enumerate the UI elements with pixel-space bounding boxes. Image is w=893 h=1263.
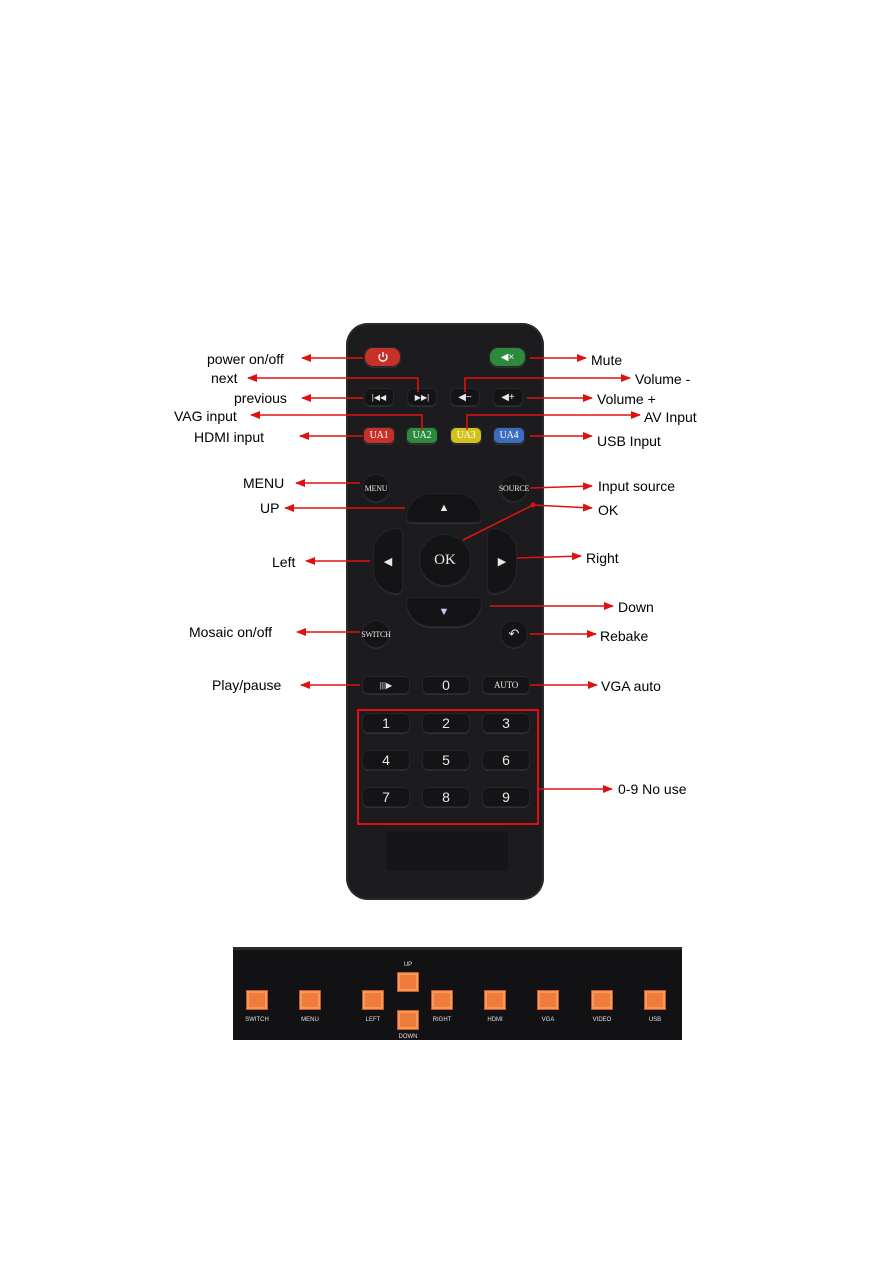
- next-button[interactable]: ▶▶|: [407, 388, 437, 406]
- panel-hdmi-button[interactable]: [484, 990, 506, 1010]
- panel-switch-label: SWITCH: [245, 1017, 269, 1023]
- panel-vga-button[interactable]: [537, 990, 559, 1010]
- label-usb: USB Input: [597, 433, 661, 449]
- panel-left-label: LEFT: [365, 1017, 381, 1023]
- dpad-down-button[interactable]: ▼: [406, 597, 482, 627]
- label-no-use: 0-9 No use: [618, 781, 687, 797]
- panel-up-label: UP: [403, 962, 413, 968]
- switch-button[interactable]: SWITCH: [361, 620, 391, 648]
- dpad-right-button[interactable]: ▶: [487, 528, 517, 594]
- play-pause-button[interactable]: |||▶: [362, 676, 410, 694]
- up-arrow-icon: ▲: [438, 502, 450, 514]
- panel-menu-label: MENU: [301, 1017, 319, 1023]
- label-input-source: Input source: [598, 478, 676, 494]
- label-power: power on/off: [207, 351, 284, 367]
- label-right: Right: [586, 550, 619, 566]
- panel-video-label: VIDEO: [592, 1017, 612, 1023]
- label-vga-auto: VGA auto: [601, 678, 661, 694]
- digit-6-button[interactable]: 6: [482, 750, 530, 770]
- mute-icon: ◀×: [500, 351, 515, 363]
- digit-1-button[interactable]: 1: [362, 713, 410, 733]
- back-button[interactable]: ↶: [500, 620, 528, 648]
- ua2-button[interactable]: UA2: [406, 427, 438, 444]
- digit-2-button[interactable]: 2: [422, 713, 470, 733]
- panel-video-button[interactable]: [591, 990, 613, 1010]
- label-next: next: [211, 370, 238, 386]
- label-mute: Mute: [591, 352, 623, 368]
- digit-8-button[interactable]: 8: [422, 787, 470, 807]
- label-mosaic: Mosaic on/off: [189, 624, 273, 640]
- down-arrow-icon: ▼: [438, 606, 450, 618]
- panel-left-button[interactable]: [362, 990, 384, 1010]
- label-up: UP: [260, 500, 280, 516]
- panel-usb-button[interactable]: [644, 990, 666, 1010]
- ua3-button[interactable]: UA3: [450, 427, 482, 444]
- front-panel: SWITCH MENU LEFT UP DOWN RIGHT HDMI VGA …: [233, 947, 682, 1040]
- mute-button[interactable]: ◀×: [489, 347, 526, 367]
- label-hdmi: HDMI input: [194, 429, 265, 445]
- label-volume-plus: Volume +: [597, 391, 656, 407]
- digit-0-button[interactable]: 0: [422, 676, 470, 694]
- panel-vga-label: VGA: [541, 1017, 555, 1023]
- power-button[interactable]: [364, 347, 401, 367]
- volume-down-icon: ◀−: [458, 391, 472, 403]
- label-rebake: Rebake: [600, 628, 649, 644]
- left-arrow-icon: ◀: [383, 555, 393, 568]
- panel-down-label: DOWN: [398, 1034, 418, 1040]
- label-volume-minus: Volume -: [635, 371, 691, 387]
- back-icon: ↶: [508, 626, 520, 641]
- power-icon: [377, 352, 388, 362]
- menu-button[interactable]: MENU: [362, 474, 390, 502]
- next-icon: ▶▶|: [414, 392, 430, 402]
- ir-window: [386, 831, 508, 871]
- panel-hdmi-label: HDMI: [487, 1017, 503, 1023]
- panel-up-button[interactable]: [397, 972, 419, 992]
- digit-5-button[interactable]: 5: [422, 750, 470, 770]
- label-menu: MENU: [243, 475, 285, 491]
- dpad-left-button[interactable]: ◀: [373, 528, 403, 594]
- panel-right-button[interactable]: [431, 990, 453, 1010]
- label-play: Play/pause: [212, 677, 282, 693]
- label-left: Left: [272, 554, 296, 570]
- remote-control: ◀× |◀◀ ▶▶| ◀− ◀+ UA1 UA2 UA3 UA4 MENU SO…: [346, 323, 544, 900]
- digit-7-button[interactable]: 7: [362, 787, 410, 807]
- ua1-button[interactable]: UA1: [363, 427, 395, 444]
- ok-button[interactable]: OK: [419, 534, 471, 586]
- label-ok: OK: [598, 502, 619, 518]
- volume-up-icon: ◀+: [501, 391, 515, 403]
- previous-button[interactable]: |◀◀: [364, 388, 394, 406]
- panel-down-button[interactable]: [397, 1010, 419, 1030]
- label-down: Down: [618, 599, 654, 615]
- panel-usb-label: USB: [648, 1017, 662, 1023]
- right-arrow-icon: ▶: [497, 555, 507, 568]
- panel-switch-button[interactable]: [246, 990, 268, 1010]
- volume-up-button[interactable]: ◀+: [493, 388, 523, 406]
- digit-9-button[interactable]: 9: [482, 787, 530, 807]
- digit-4-button[interactable]: 4: [362, 750, 410, 770]
- ua4-button[interactable]: UA4: [493, 427, 525, 444]
- auto-button[interactable]: AUTO: [482, 676, 530, 694]
- play-pause-icon: |||▶: [379, 680, 393, 690]
- digit-highlight-box: [357, 709, 539, 825]
- label-vag: VAG input: [174, 408, 237, 424]
- volume-down-button[interactable]: ◀−: [450, 388, 480, 406]
- source-button[interactable]: SOURCE: [499, 474, 529, 502]
- label-previous: previous: [234, 390, 287, 406]
- digit-3-button[interactable]: 3: [482, 713, 530, 733]
- panel-menu-button[interactable]: [299, 990, 321, 1010]
- previous-icon: |◀◀: [371, 392, 387, 402]
- label-av: AV Input: [644, 409, 697, 425]
- dpad-up-button[interactable]: ▲: [406, 493, 482, 523]
- panel-right-label: RIGHT: [432, 1017, 452, 1023]
